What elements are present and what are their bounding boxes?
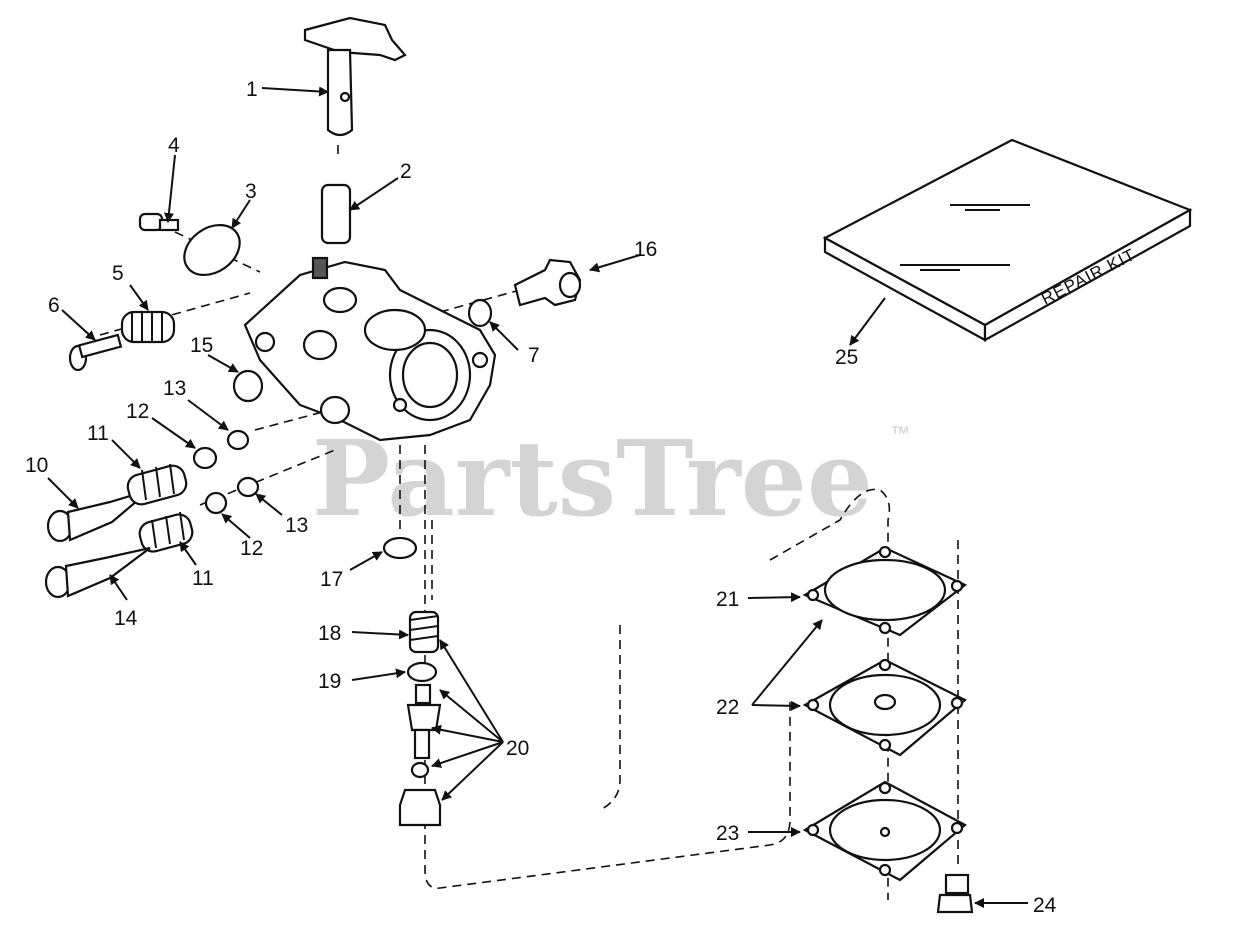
callout-5: 5 [112, 262, 124, 285]
part-19-washer [406, 661, 438, 683]
callout-3: 3 [245, 180, 257, 203]
part-1-throttle-shaft [303, 16, 407, 137]
part-25-repair-kit: REPAIR KIT [822, 138, 1193, 342]
callout-6: 6 [48, 294, 60, 317]
callout-20: 20 [506, 737, 529, 760]
carburetor-body [243, 256, 497, 442]
part-17-welch-plug [382, 536, 418, 560]
part-10-needle [46, 488, 151, 543]
callout-25: 25 [835, 346, 858, 369]
callout-14: 14 [114, 607, 138, 630]
callout-numbers: 1 2 3 4 5 6 7 10 11 12 13 15 16 25 13 12… [25, 78, 1057, 917]
callout-15: 15 [190, 334, 213, 357]
part-2-spring [320, 183, 352, 245]
part-5-spring [120, 310, 176, 344]
callout-7: 7 [528, 344, 540, 367]
part-11-spring-upper [126, 463, 188, 506]
part-7-nut [467, 298, 493, 328]
callout-1: 1 [246, 78, 258, 101]
part-13-oring-upper [226, 429, 250, 451]
callout-16: 16 [634, 238, 657, 261]
part-24-screw [936, 873, 974, 914]
part-20-inlet-needle-seat [398, 683, 442, 827]
part-23-cover [802, 780, 967, 882]
part-12-washer-upper [192, 446, 218, 470]
part-18-spring [408, 610, 440, 654]
callout-11-lower: 11 [192, 567, 214, 590]
callout-12-upper: 12 [126, 400, 149, 423]
callout-21: 21 [716, 588, 739, 611]
callout-4: 4 [168, 134, 180, 157]
part-15-plug [232, 369, 264, 403]
part-3-throttle-plate [183, 223, 241, 277]
assembly-dashed-lines [99, 145, 959, 900]
callout-13-lower: 13 [285, 514, 308, 537]
callout-23: 23 [716, 822, 739, 845]
part-14-needle [44, 546, 151, 599]
callout-12-lower: 12 [240, 537, 263, 560]
callout-17: 17 [320, 568, 343, 591]
part-12-washer-lower [204, 491, 228, 515]
callout-2: 2 [400, 160, 412, 183]
trademark-symbol: ™ [890, 423, 910, 445]
part-13-oring-lower [236, 476, 260, 498]
callout-13-upper: 13 [163, 377, 186, 400]
callout-leaders [47, 86, 1028, 908]
part-11-spring-lower [138, 511, 194, 553]
part-22-diaphragm [802, 658, 967, 757]
part-16-fitting [513, 258, 582, 307]
callout-18: 18 [318, 622, 341, 645]
part-21-gasket [802, 545, 968, 637]
callout-19: 19 [318, 670, 341, 693]
part-6-screw [68, 333, 123, 372]
callout-11-upper: 11 [87, 422, 109, 445]
part-4-screw [138, 212, 180, 232]
callout-22: 22 [716, 696, 739, 719]
callout-10: 10 [25, 454, 48, 477]
callout-24: 24 [1033, 894, 1057, 917]
